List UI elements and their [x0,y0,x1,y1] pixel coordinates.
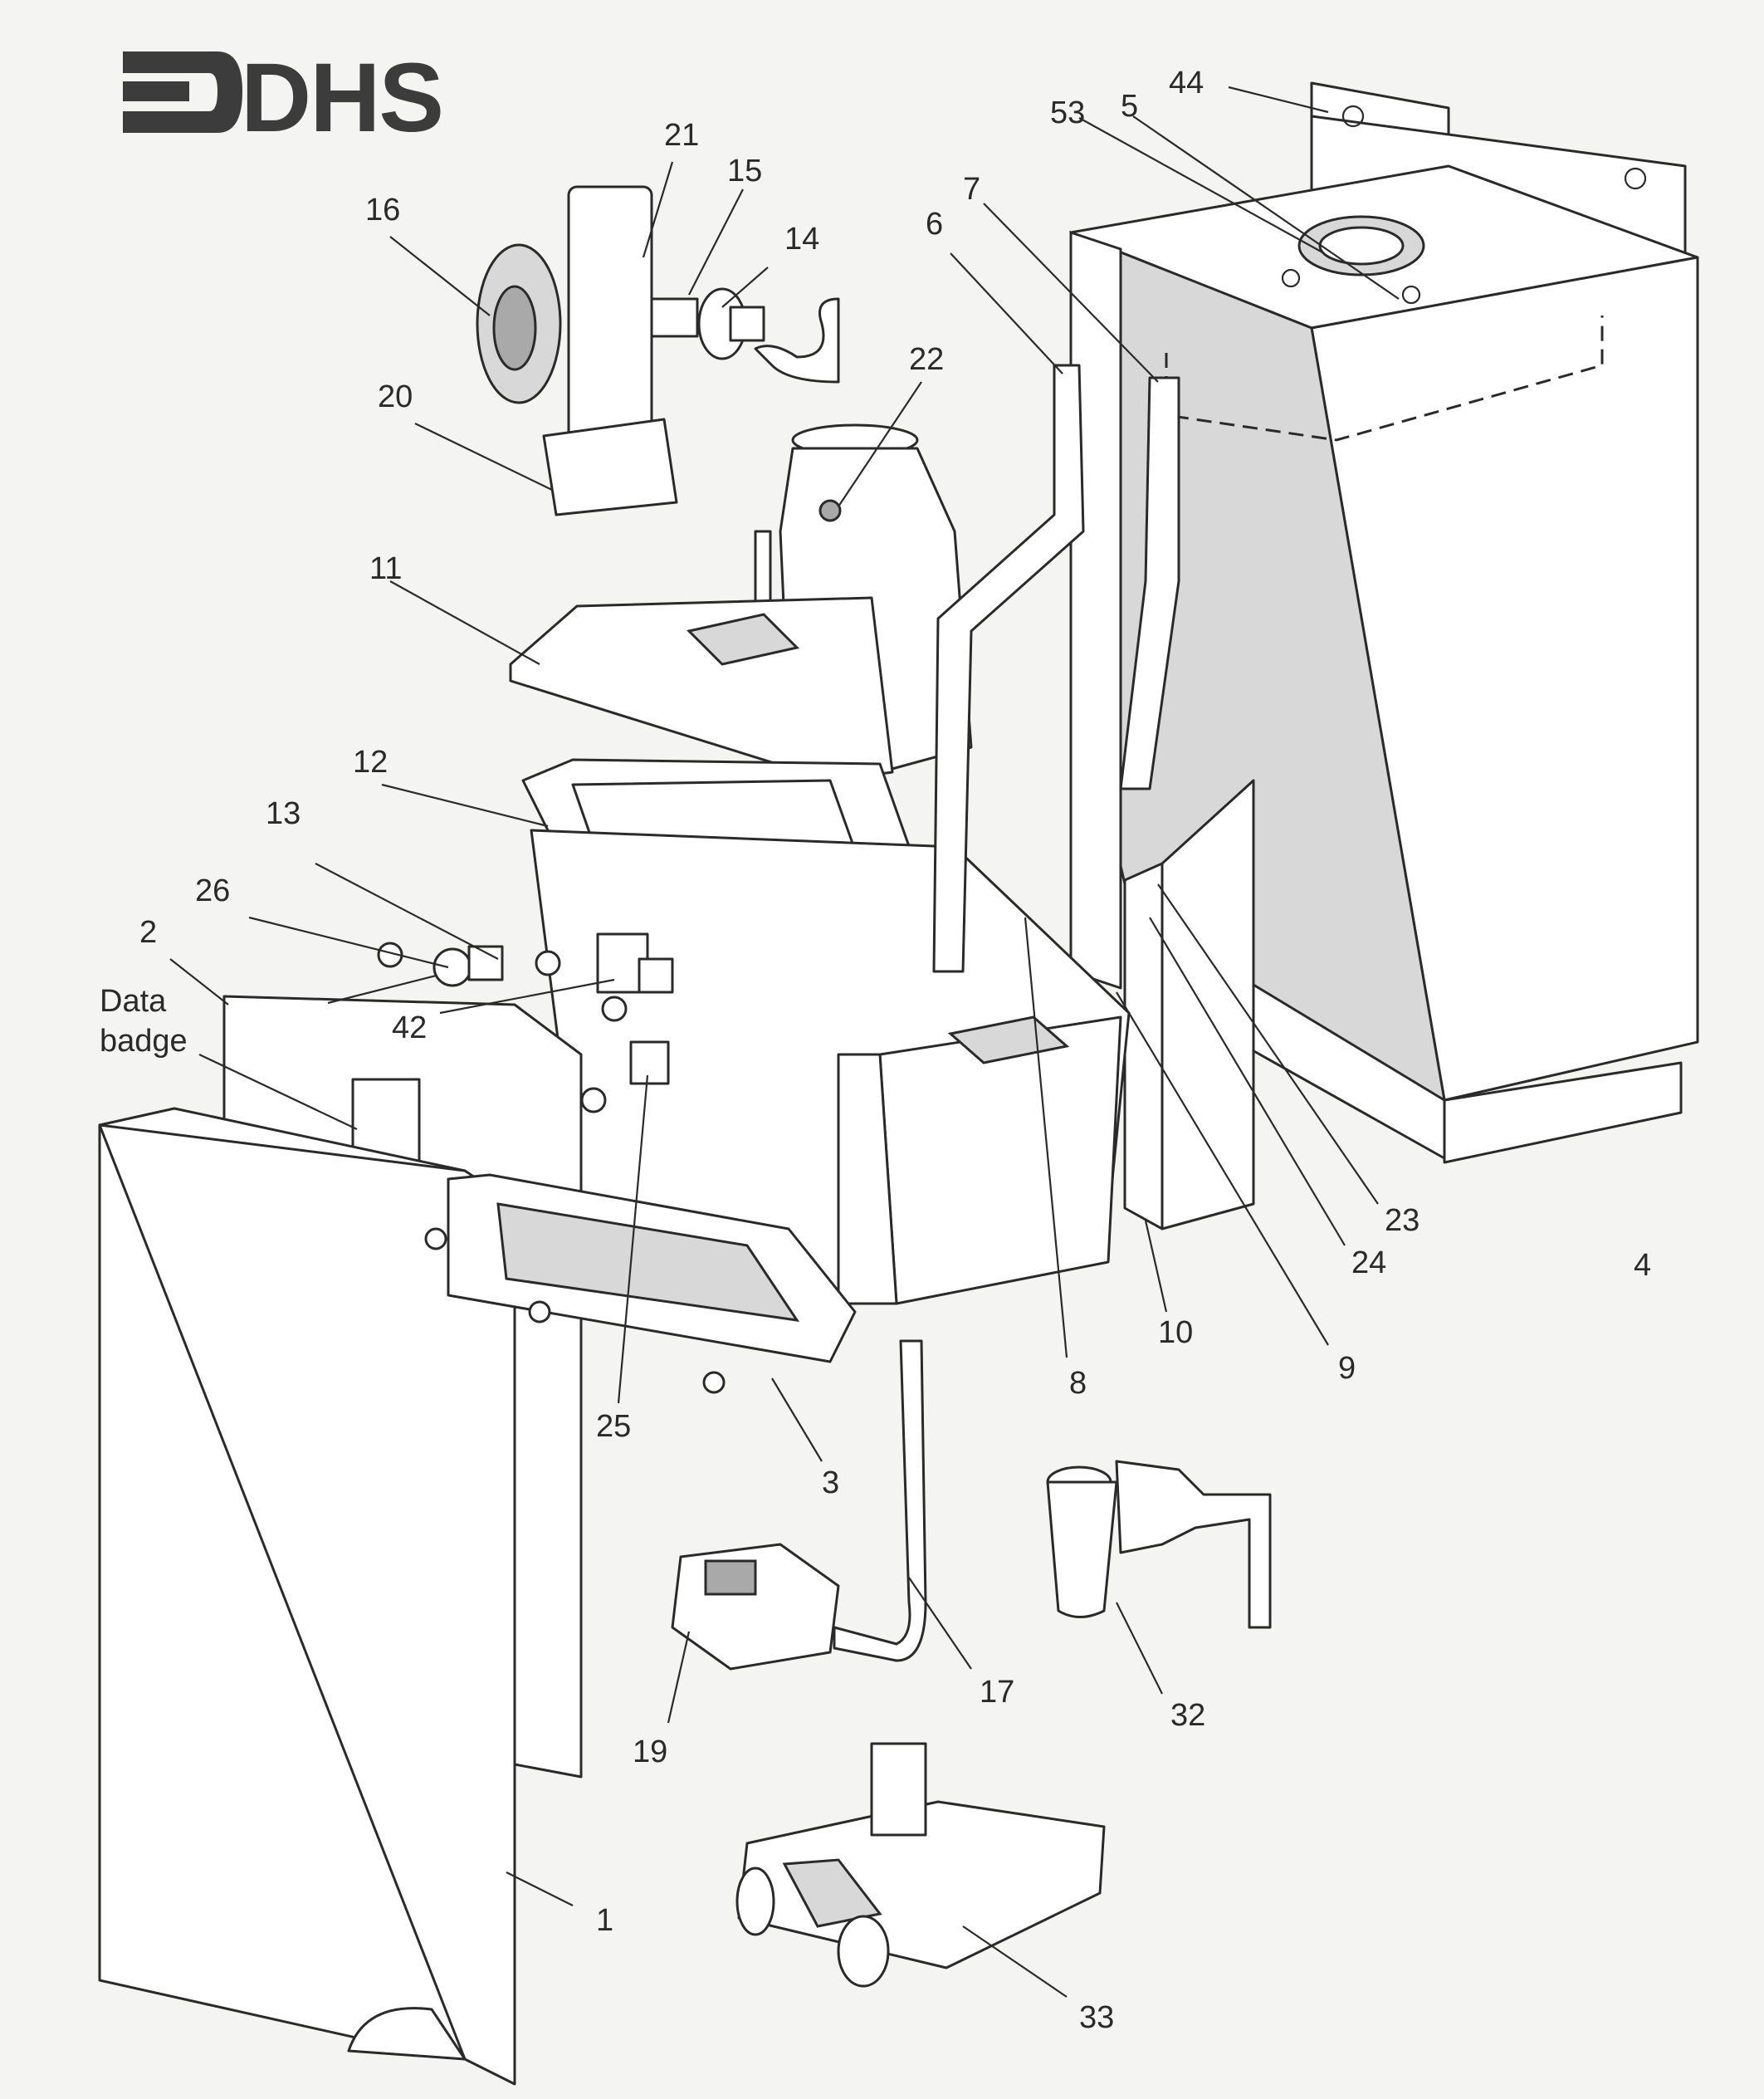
label-32: 32 [1170,1698,1205,1733]
logo-mark-icon [123,51,242,133]
dhs-logo: DHS [123,43,444,153]
label-26: 26 [195,873,230,908]
label-7: 7 [963,172,980,207]
label-1: 1 [596,1903,613,1938]
side-panel-part-10 [1123,779,1255,1231]
heat-exchanger-assembly [509,423,1131,1305]
gas-valve-assembly [671,1339,927,1671]
condensate-trap-part-32 [1046,1460,1272,1629]
label-42: 42 [392,1010,427,1045]
label-44: 44 [1169,66,1204,100]
label-22: 22 [909,342,944,377]
label-data-badge-line1: Data [100,984,167,1019]
label-23: 23 [1385,1203,1420,1238]
front-panels [98,995,857,2086]
label-8: 8 [1069,1366,1087,1401]
control-box-part-33 [735,1742,1106,1988]
label-9: 9 [1338,1351,1356,1386]
label-19: 19 [633,1734,667,1769]
label-data-badge-line2: badge [100,1024,188,1059]
leader-lines [169,86,1400,1998]
logo-text: DHS [241,43,442,153]
label-4: 4 [1634,1248,1651,1283]
label-21: 21 [664,118,699,153]
label-16: 16 [365,193,400,228]
label-33: 33 [1079,2000,1114,2035]
label-11: 11 [369,551,402,586]
label-5: 5 [1121,89,1138,124]
label-24: 24 [1351,1245,1386,1280]
label-6: 6 [926,207,943,242]
label-20: 20 [378,379,413,414]
water-pipes [932,364,1180,973]
label-15: 15 [727,154,762,188]
label-2: 2 [139,915,157,950]
label-13: 13 [266,796,301,831]
fan-assembly [476,185,840,516]
logo-mark-bar [123,81,189,101]
label-14: 14 [784,222,819,257]
part-labels: 44 53 5 21 15 16 14 7 6 22 20 11 12 13 2… [100,66,1651,2035]
label-10: 10 [1158,1315,1193,1350]
label-25: 25 [596,1409,631,1444]
label-12: 12 [353,745,388,780]
label-17: 17 [980,1675,1014,1710]
label-53: 53 [1050,95,1085,130]
label-3: 3 [822,1465,839,1500]
electrode-assembly [327,932,726,1394]
